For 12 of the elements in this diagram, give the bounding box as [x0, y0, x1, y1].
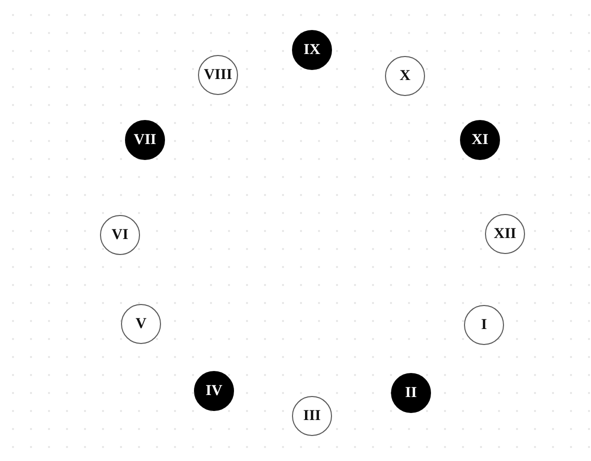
- numeral-circle: X: [385, 56, 425, 96]
- numeral-circle: XII: [485, 214, 525, 254]
- numeral-circle: VII: [125, 120, 165, 160]
- numeral-circle: VI: [100, 215, 140, 255]
- numeral-circle: I: [464, 305, 504, 345]
- numeral-circle: II: [391, 373, 431, 413]
- numeral-circle: IV: [194, 371, 234, 411]
- numeral-circle: XI: [460, 120, 500, 160]
- numeral-circle: VIII: [198, 55, 238, 95]
- numeral-circle: III: [292, 396, 332, 436]
- numeral-circle: V: [121, 304, 161, 344]
- numeral-circle: IX: [292, 30, 332, 70]
